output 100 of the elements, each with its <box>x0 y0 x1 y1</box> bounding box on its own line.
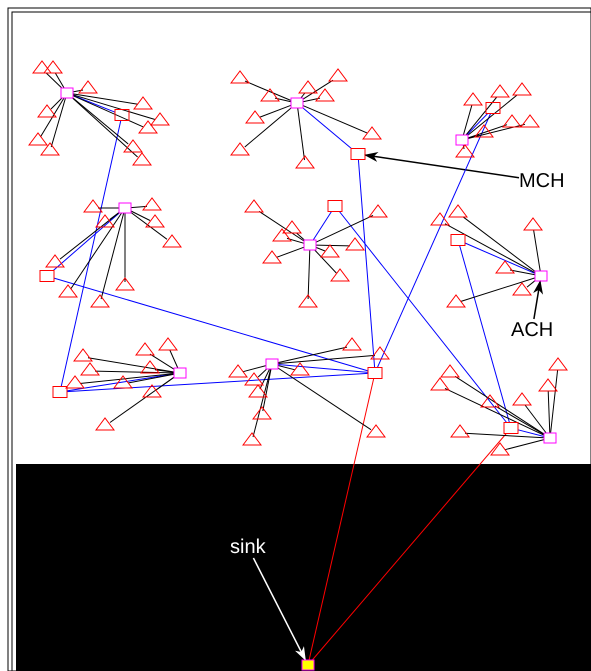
link-line <box>464 242 536 274</box>
sensor-node-triangle <box>244 372 264 386</box>
link-line <box>130 206 148 208</box>
link-line <box>50 98 66 148</box>
cluster-head-square <box>174 368 186 378</box>
link-line <box>548 390 550 434</box>
link-line <box>316 244 350 246</box>
sensor-node-triangle <box>115 277 135 290</box>
sensor-node-triangle <box>140 360 160 374</box>
link-line <box>462 104 472 136</box>
link-line <box>52 212 120 271</box>
link-line <box>312 433 507 660</box>
sensor-node-triangle <box>512 82 532 96</box>
cluster-head-square <box>118 202 132 214</box>
sensor-node-triangle <box>83 199 103 212</box>
sensor-node-triangle <box>45 254 65 268</box>
sensor-node-triangle <box>132 152 152 166</box>
sensor-node-triangle <box>133 96 153 110</box>
link-line <box>276 246 304 258</box>
gateway-square <box>486 102 500 114</box>
link-line <box>252 368 272 438</box>
sensor-node-triangle <box>495 260 515 274</box>
sensor-node-triangle <box>370 346 390 360</box>
link-line <box>50 98 62 110</box>
link-line <box>316 246 326 252</box>
sensor-node-triangle <box>295 155 315 168</box>
link-line <box>169 350 178 368</box>
sensor-node-triangle <box>242 432 262 446</box>
link-line <box>72 94 156 120</box>
sensor-node-triangle <box>142 384 162 398</box>
link-line <box>308 250 310 300</box>
link-line <box>72 98 129 144</box>
link-line <box>302 98 320 102</box>
link-line <box>40 98 64 138</box>
sensor-node-triangle <box>440 364 460 378</box>
sensor-node-triangle <box>142 197 162 210</box>
sensor-node-triangle <box>43 60 63 74</box>
sensor-node-triangle <box>244 199 264 212</box>
link-line <box>72 94 116 113</box>
sensor-node-triangle <box>448 204 468 218</box>
link-line <box>46 72 62 88</box>
link-line <box>70 212 122 290</box>
link-line <box>466 96 498 136</box>
sensor-node-triangle <box>37 104 57 118</box>
sensor-node-triangle <box>463 92 483 106</box>
sensor-node-triangle <box>158 337 178 350</box>
link-line <box>338 211 508 423</box>
gateway-square <box>328 200 342 212</box>
sensor-node-triangle <box>520 114 540 128</box>
sensor-node-triangle <box>230 70 250 84</box>
sensor-node-triangle <box>260 88 280 102</box>
link-line <box>278 346 348 364</box>
sensor-node-triangle <box>548 357 568 370</box>
link-line <box>262 368 272 412</box>
sensor-node-triangle <box>40 142 60 156</box>
link-line <box>550 370 558 434</box>
link-line <box>274 98 292 102</box>
link-line <box>466 113 488 136</box>
link-line <box>462 216 536 272</box>
sensor-node-triangle <box>430 377 450 390</box>
sensor-node-triangle <box>272 228 292 242</box>
sensor-node-triangle <box>298 294 318 308</box>
link-line <box>258 368 268 378</box>
sensor-node-triangle <box>95 214 115 228</box>
link-line <box>60 212 120 260</box>
node-label: ACH <box>511 319 554 341</box>
sensor-node-triangle <box>320 244 340 258</box>
sensor-node-triangle <box>150 112 170 126</box>
link-line <box>278 364 368 373</box>
sensor-node-triangle <box>362 126 382 140</box>
link-line <box>124 212 126 282</box>
link-line <box>154 369 174 373</box>
link-line <box>300 92 306 98</box>
link-line <box>302 108 352 149</box>
sensor-node-triangle <box>490 84 510 98</box>
sensor-node-triangle <box>368 204 388 218</box>
link-line <box>494 405 544 435</box>
sensor-node-triangle <box>480 394 500 408</box>
link-line <box>444 388 544 436</box>
link-line <box>80 373 174 384</box>
cluster-head-square <box>290 98 304 108</box>
link-line <box>130 210 150 221</box>
node-label: MCH <box>519 170 565 192</box>
sensor-node-triangle <box>90 294 110 308</box>
link-line <box>459 245 510 423</box>
link-line <box>526 280 536 288</box>
link-line <box>100 212 124 300</box>
sensor-node-triangle <box>282 220 302 234</box>
sensor-node-triangle <box>512 392 532 406</box>
node-label: sink <box>230 536 266 558</box>
leader-arrow <box>364 152 520 178</box>
link-line <box>468 134 480 139</box>
sensor-node-triangle <box>538 378 558 392</box>
sensor-node-triangle <box>328 68 348 82</box>
sensor-node-triangle <box>80 362 100 376</box>
cluster-head-square <box>60 88 74 98</box>
sensor-node-triangle <box>446 294 466 308</box>
sensor-node-triangle <box>450 424 470 438</box>
link-line <box>460 277 536 302</box>
gateway-square <box>350 148 366 160</box>
